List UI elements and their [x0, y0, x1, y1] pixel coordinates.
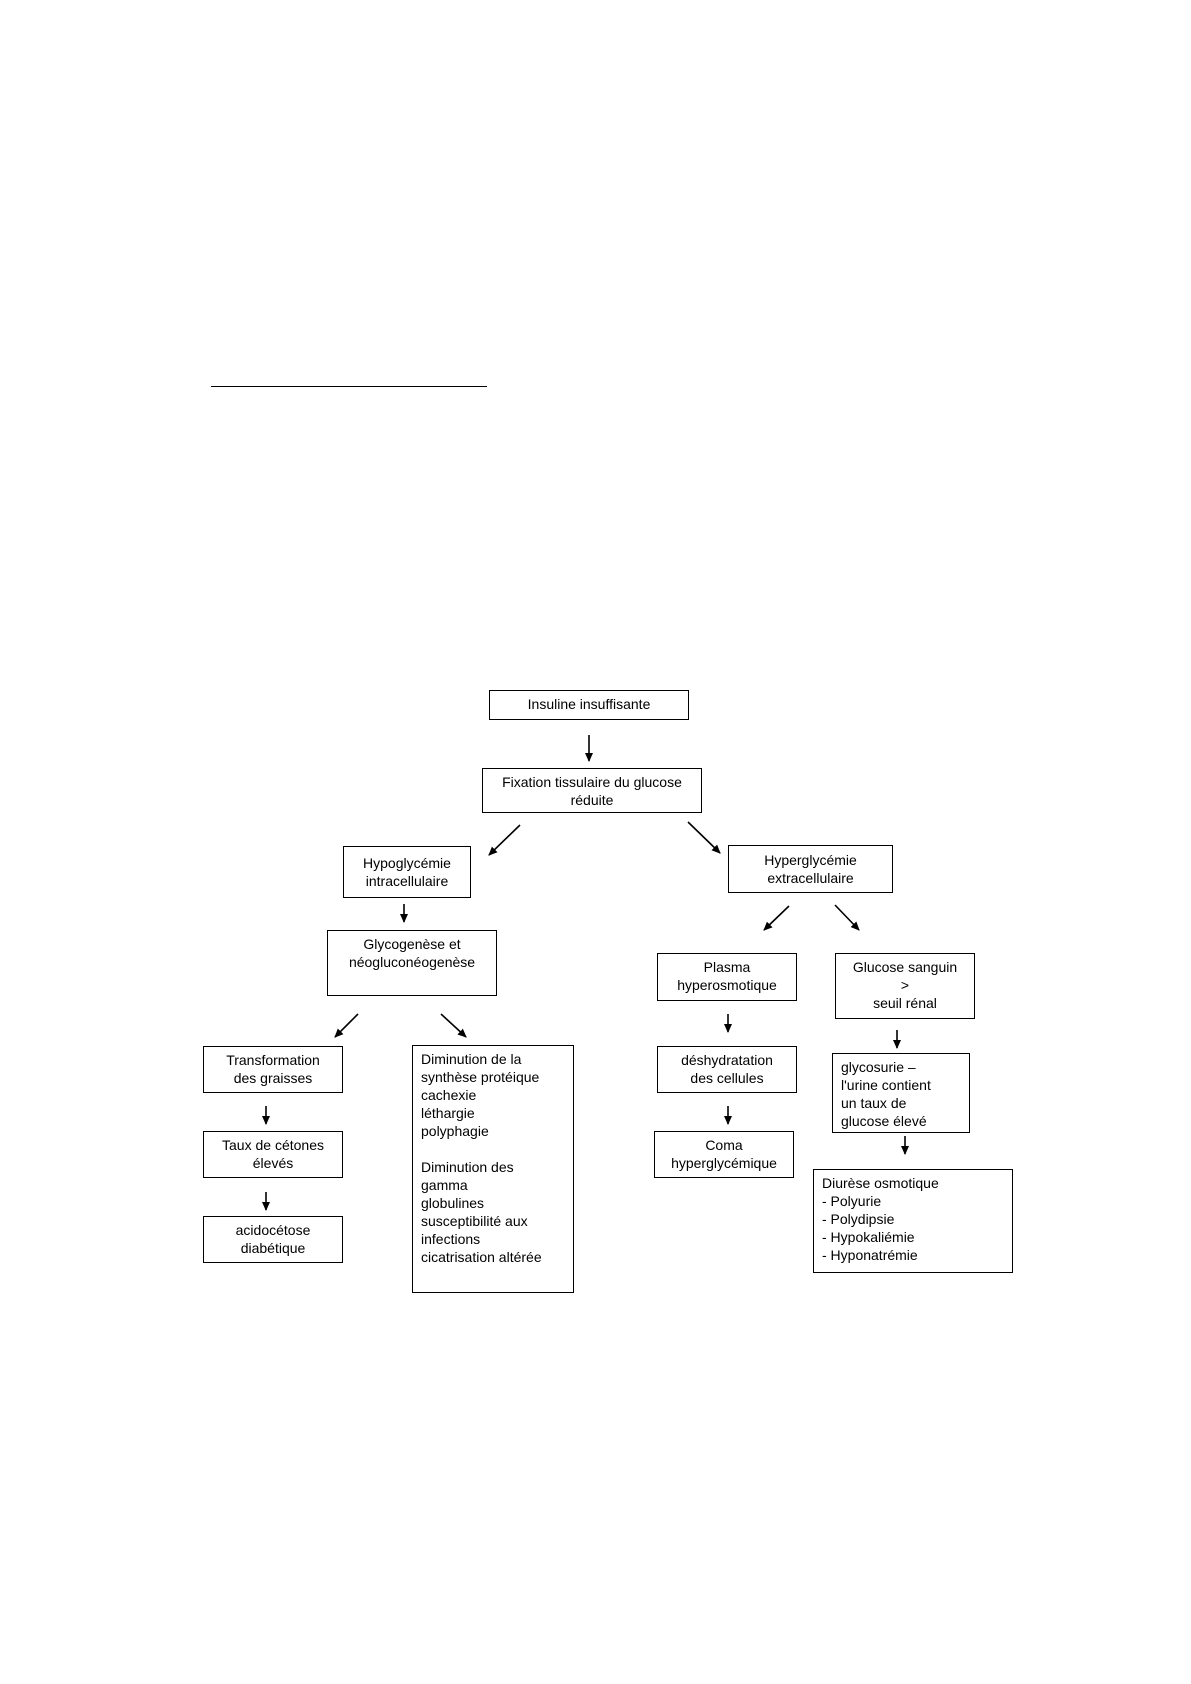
node-hypoglycemie: Hypoglycémie intracellulaire — [343, 846, 471, 898]
node-glycogenese: Glycogenèse et néogluconéogenèse — [327, 930, 497, 996]
node-insuline: Insuline insuffisante — [489, 690, 689, 720]
title-underline — [211, 386, 487, 387]
node-glucose-seuil: Glucose sanguin > seuil rénal — [835, 953, 975, 1019]
node-glycosurie: glycosurie – l'urine contient un taux de… — [832, 1053, 970, 1133]
node-fixation: Fixation tissulaire du glucose réduite — [482, 768, 702, 813]
node-cetones: Taux de cétones élevés — [203, 1131, 343, 1178]
node-deshydratation: déshydratation des cellules — [657, 1046, 797, 1093]
arrow-fixation-hyper — [687, 821, 721, 854]
node-plasma: Plasma hyperosmotique — [657, 953, 797, 1001]
arrow-hyper-plasma — [763, 905, 790, 931]
arrow-hyper-glucose — [834, 904, 860, 931]
node-proteines: Diminution de la synthèse protéique cach… — [412, 1045, 574, 1293]
arrow-glyco-graisses — [334, 1013, 359, 1038]
node-graisses: Transformation des graisses — [203, 1046, 343, 1093]
node-acidocetose: acidocétose diabétique — [203, 1216, 343, 1263]
arrow-fixation-hypo — [488, 824, 521, 856]
node-diurese: Diurèse osmotique - Polyurie - Polydipsi… — [813, 1169, 1013, 1273]
node-hyperglycemie: Hyperglycémie extracellulaire — [728, 845, 893, 893]
node-coma: Coma hyperglycémique — [654, 1131, 794, 1178]
arrow-glyco-proteines — [440, 1013, 467, 1038]
